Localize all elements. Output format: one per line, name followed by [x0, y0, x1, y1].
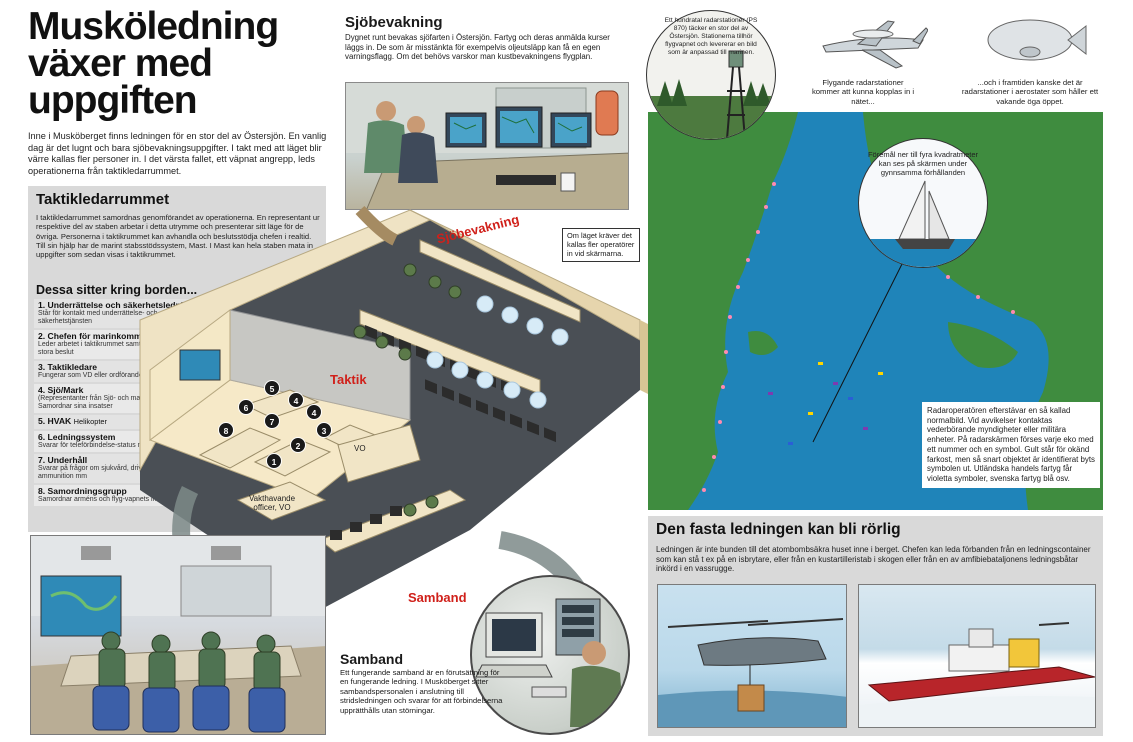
plan-label-samband: Samband: [408, 590, 467, 605]
island-gotland: [748, 331, 778, 356]
radar-note: Radaroperatören efterstävar en så kallad…: [922, 402, 1100, 488]
taktik-body: I taktikledarrummet samordnas genomföran…: [36, 213, 320, 260]
sjobevakning-body: Dygnet runt bevakas sjöfarten i Östersjö…: [345, 33, 610, 62]
seat-number: 4: [306, 404, 322, 420]
arrow-sjo: [355, 205, 398, 246]
rorlig-body: Ledningen är inte bunden till det atombo…: [656, 545, 1091, 574]
seat-number: 2: [290, 437, 306, 453]
right-wall: [640, 320, 650, 395]
seat-number: 4: [288, 392, 304, 408]
main-headline: Musköledning växer med uppgiften: [28, 5, 279, 122]
seat-number: 8: [218, 422, 234, 438]
sj-desk-back: [419, 239, 581, 323]
island: [948, 322, 1018, 368]
icebreaker-photo: [858, 584, 1096, 728]
operators-illustration: [346, 83, 628, 209]
operator-note: Om läget kräver det kallas fler operatör…: [562, 228, 640, 263]
radar-plane-illustration: [822, 20, 928, 69]
radar-station-bubble: [646, 10, 776, 140]
vakthavande-label: Vakthavande officer, VO: [248, 494, 296, 512]
samband-title: Samband: [340, 651, 404, 667]
seat-number: 7: [264, 413, 280, 429]
taktikrum-illustration: [31, 536, 325, 734]
samband-body: Ett fungerande samband är en förutsättni…: [340, 668, 503, 715]
rorlig-title: Den fasta ledningen kan bli rörlig: [656, 521, 901, 538]
vo-table: [337, 424, 421, 483]
sitter-title: Dessa sitter kring borden...: [36, 283, 198, 297]
samband-illustration: [470, 575, 630, 735]
sailboat-text: Föremål ner till fyra kvadratmeter kan s…: [867, 150, 979, 177]
vakt-table: [236, 481, 327, 521]
aerostat-text: ...och i framtiden kanske det är radarst…: [961, 78, 1099, 106]
seat-number: 1: [266, 453, 282, 469]
seat-number: 6: [238, 399, 254, 415]
taktikrum-photo: [30, 535, 326, 735]
sjobevakning-title: Sjöbevakning: [345, 14, 443, 31]
land-sweden: [648, 112, 798, 510]
plan-label-taktik: Taktik: [330, 372, 367, 387]
radar-station-text: Ett hundratal radarstationer (PS 870) tä…: [664, 17, 758, 56]
projection-screen: [40, 575, 122, 637]
wall-map: [179, 349, 221, 381]
vo-label: VO: [354, 444, 366, 453]
sjobevakning-photo: [345, 82, 629, 210]
intro-text: Inne i Musköberget finns ledningen för e…: [28, 131, 327, 176]
helicopter-photo: [657, 584, 847, 728]
taktik-title: Taktikledarrummet: [36, 191, 170, 208]
floor-plan: [139, 205, 650, 615]
plane-text: Flygande radarstationer kommer att kunna…: [811, 78, 915, 106]
seat-number: 5: [264, 380, 280, 396]
table: [198, 427, 282, 469]
aerostat-illustration: [987, 19, 1087, 61]
seat-number: 3: [316, 422, 332, 438]
